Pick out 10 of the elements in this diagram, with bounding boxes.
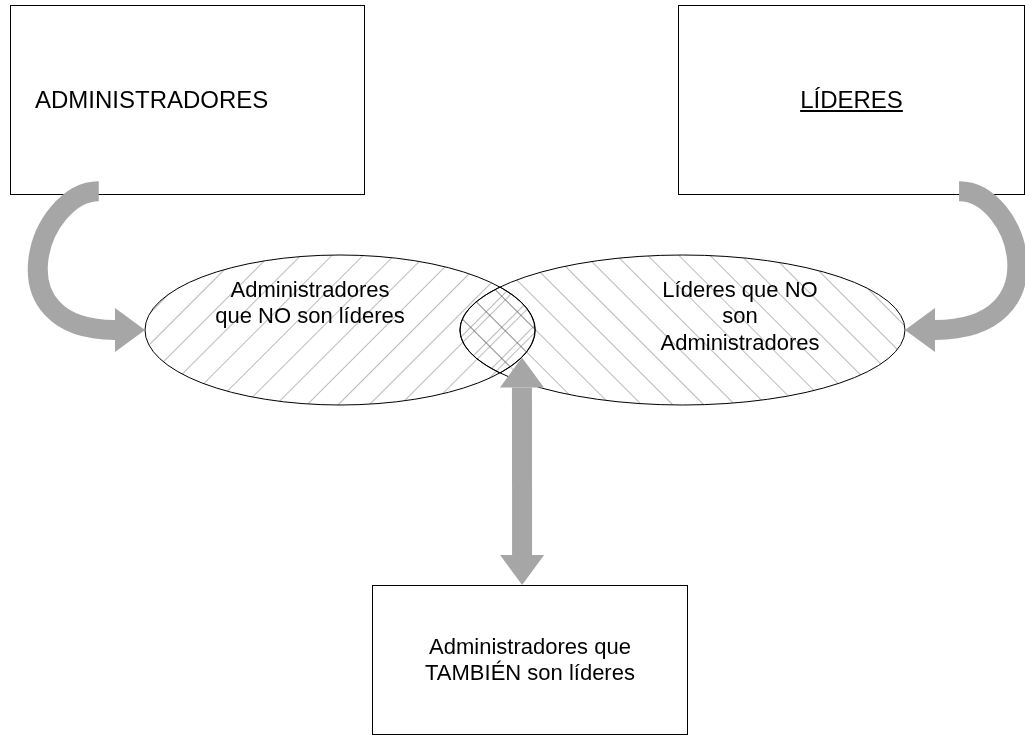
overlap-region — [459, 286, 536, 374]
text-box — [678, 5, 1025, 195]
ellipse-label: Líderes que NO son Administradores — [659, 277, 821, 357]
text-box — [10, 5, 365, 195]
curved-arrow — [499, 357, 545, 585]
box-label: Administradores que TAMBIÉN son líderes — [424, 633, 636, 687]
box-label: ADMINISTRADORES — [35, 85, 269, 115]
text-box — [372, 585, 688, 735]
box-label: LÍDERES — [800, 85, 903, 115]
ellipse-label: Administradores que NO son líderes — [215, 277, 405, 330]
